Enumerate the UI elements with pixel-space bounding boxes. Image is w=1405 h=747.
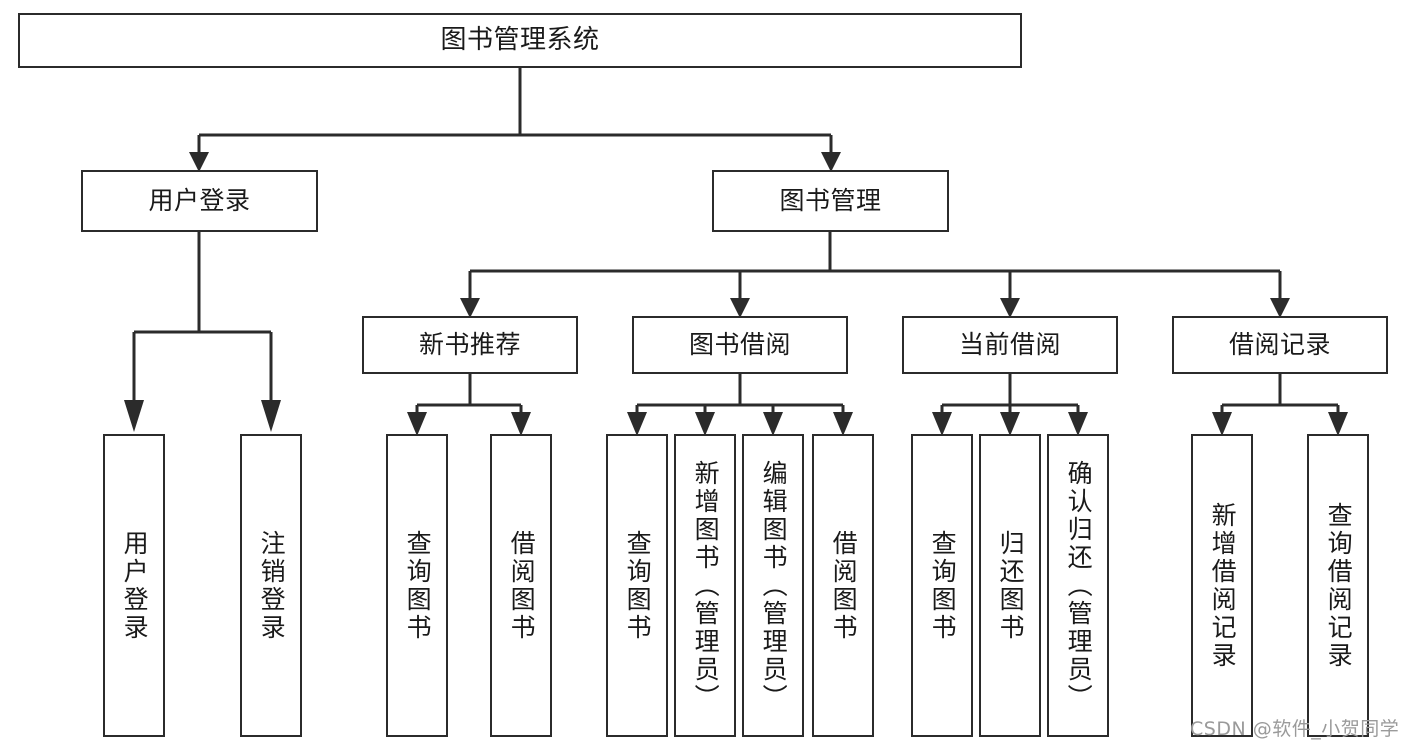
node-label: 借阅图书 <box>507 529 537 642</box>
node-label: 确认归还（管理员） <box>1064 459 1094 712</box>
node-book-borrowing[interactable]: 图书借阅 <box>632 316 848 374</box>
node-label: 图书借阅 <box>688 330 791 360</box>
node-label: 新增借阅记录 <box>1208 501 1238 670</box>
leaf-query-books-recommendation[interactable]: 查询图书 <box>386 434 448 737</box>
leaf-return-books[interactable]: 归还图书 <box>979 434 1041 737</box>
node-label: 编辑图书（管理员） <box>759 459 789 712</box>
node-label: 新书推荐 <box>418 330 521 360</box>
leaf-borrow-books-borrowing[interactable]: 借阅图书 <box>812 434 874 737</box>
node-label: 查询图书 <box>928 529 958 642</box>
node-label: 图书管理 <box>779 186 882 216</box>
leaf-logout[interactable]: 注销登录 <box>240 434 302 737</box>
node-label: 借阅图书 <box>829 529 859 642</box>
csdn-watermark: CSDN @软件_小贺同学 <box>1190 718 1400 740</box>
leaf-edit-book-admin[interactable]: 编辑图书（管理员） <box>742 434 804 737</box>
node-label: 查询图书 <box>623 529 653 642</box>
leaf-confirm-return-admin[interactable]: 确认归还（管理员） <box>1047 434 1109 737</box>
node-label: 查询图书 <box>403 529 433 642</box>
node-label: 新增图书（管理员） <box>691 459 721 712</box>
node-root-library-management-system[interactable]: 图书管理系统 <box>18 13 1022 68</box>
node-current-borrowing[interactable]: 当前借阅 <box>902 316 1118 374</box>
node-label: 归还图书 <box>996 529 1026 642</box>
leaf-query-books-borrowing[interactable]: 查询图书 <box>606 434 668 737</box>
leaf-query-books-current[interactable]: 查询图书 <box>911 434 973 737</box>
node-new-book-recommendation[interactable]: 新书推荐 <box>362 316 578 374</box>
leaf-add-borrowing-record[interactable]: 新增借阅记录 <box>1191 434 1253 737</box>
node-borrowing-records[interactable]: 借阅记录 <box>1172 316 1388 374</box>
leaf-borrow-books-recommendation[interactable]: 借阅图书 <box>490 434 552 737</box>
node-user-login[interactable]: 用户登录 <box>81 170 318 232</box>
leaf-query-borrowing-record[interactable]: 查询借阅记录 <box>1307 434 1369 737</box>
leaf-add-book-admin[interactable]: 新增图书（管理员） <box>674 434 736 737</box>
node-label: 注销登录 <box>257 529 287 642</box>
node-book-management[interactable]: 图书管理 <box>712 170 949 232</box>
node-label: 用户登录 <box>120 529 150 642</box>
node-label: 查询借阅记录 <box>1324 501 1354 670</box>
leaf-user-login[interactable]: 用户登录 <box>103 434 165 737</box>
node-label: 用户登录 <box>148 186 251 216</box>
node-label: 当前借阅 <box>958 330 1061 360</box>
node-label: 图书管理系统 <box>440 25 600 56</box>
node-label: 借阅记录 <box>1228 330 1331 360</box>
